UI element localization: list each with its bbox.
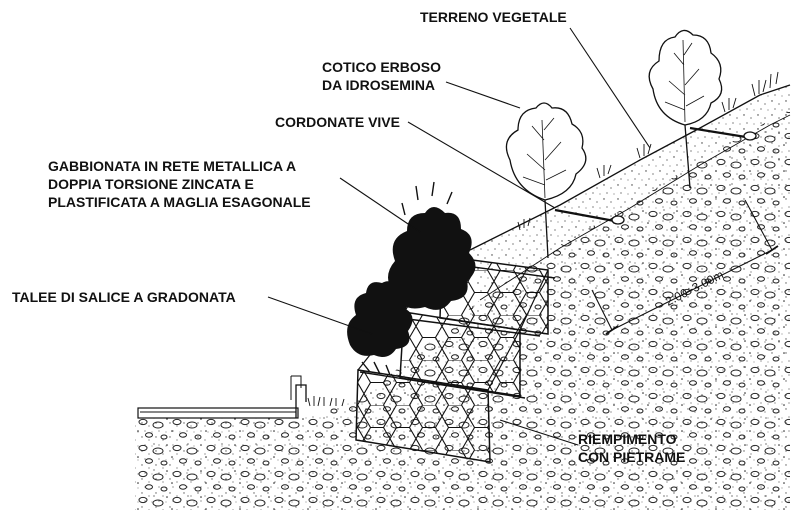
leader-gabbionata: [339, 177, 421, 233]
grass-tufts: [307, 71, 779, 407]
label-riempimento-1: RIEMPIMENTO: [578, 431, 677, 447]
tree-lower: [505, 102, 587, 259]
label-cotico-erboso-2: DA IDROSEMINA: [322, 77, 435, 93]
label-gabbionata-2: DOPPIA TORSIONE ZINCATA E: [48, 176, 254, 192]
label-gabbionata-1: GABBIONATA IN RETE METALLICA A: [48, 158, 296, 174]
leader-cordonate: [407, 121, 556, 209]
willow-cuttings: [359, 261, 556, 399]
label-cotico-erboso-1: COTICO ERBOSO: [322, 59, 441, 75]
leader-talee: [267, 296, 373, 335]
label-gabbionata-3: PLASTIFICATA A MAGLIA ESAGONALE: [48, 194, 311, 210]
leader-cotico: [445, 81, 521, 109]
road-platform: [137, 375, 307, 419]
willow-bushes: [347, 181, 476, 357]
leader-riempimento: [499, 419, 579, 446]
label-riempimento-2: CON PIETRAME: [578, 449, 685, 465]
tree-upper: [648, 29, 723, 189]
label-talee: TALEE DI SALICE A GRADONATA: [12, 289, 236, 305]
label-terreno-vegetale: TERRENO VEGETALE: [420, 9, 567, 25]
live-cordons: [554, 126, 757, 225]
leader-terreno: [569, 27, 651, 149]
leader-lines: [267, 27, 651, 446]
label-cordonate-vive: CORDONATE VIVE: [275, 114, 400, 130]
